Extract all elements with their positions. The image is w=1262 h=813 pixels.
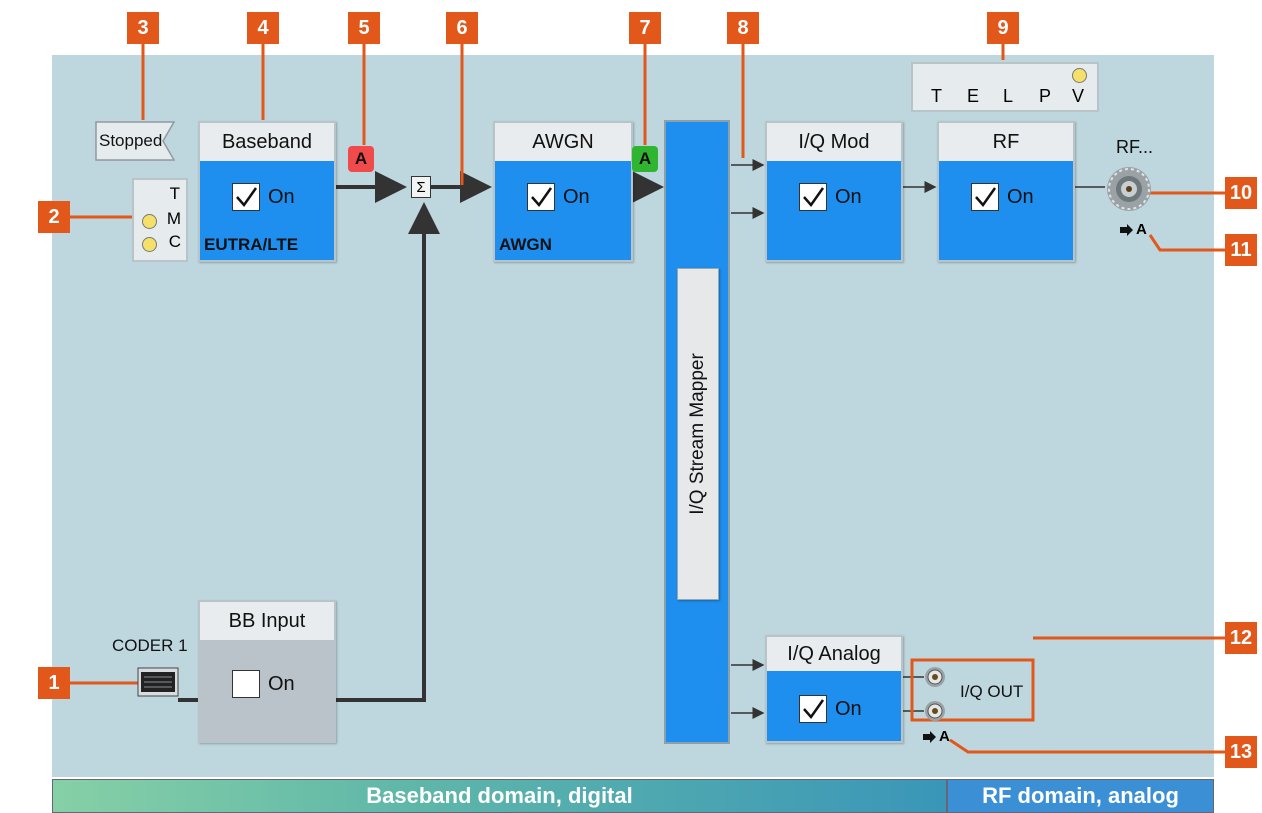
c-label: C — [168, 232, 181, 251]
rf-block[interactable]: RF On — [937, 121, 1075, 262]
path-a-green-badge[interactable]: A — [632, 146, 658, 172]
check-icon — [803, 187, 825, 208]
rf-connector-icon[interactable] — [1105, 165, 1153, 213]
baseband-body[interactable]: On EUTRA/LTE — [200, 161, 334, 260]
clock-led-icon — [142, 237, 157, 252]
arrow-right-icon — [1120, 223, 1133, 236]
iq-mod-on-checkbox[interactable] — [799, 183, 827, 211]
telpv-v-label: V — [1072, 86, 1085, 106]
q-out-connector-icon[interactable] — [924, 700, 946, 722]
stopped-label: Stopped — [99, 131, 163, 150]
iq-out-label: I/Q OUT — [960, 682, 1024, 701]
telpv-t-label: T — [931, 86, 942, 106]
check-icon — [531, 187, 553, 208]
telpv-e-label: E — [967, 86, 980, 106]
telpv-l-label: L — [1003, 86, 1014, 106]
iq-analog-on-label: On — [835, 698, 862, 720]
trigger-marker-clock-box[interactable]: T M C — [132, 178, 188, 262]
callout-2: 2 — [38, 201, 70, 233]
bb-input-title[interactable]: BB Input — [200, 602, 334, 641]
marker-led-icon — [142, 214, 157, 229]
rf-body[interactable]: On — [939, 161, 1073, 260]
callout-5: 5 — [348, 12, 380, 44]
callout-4: 4 — [247, 12, 279, 44]
rf-title[interactable]: RF — [939, 123, 1073, 162]
t-label: T — [169, 184, 180, 203]
telpv-status-box[interactable]: T E L P V — [911, 62, 1099, 112]
iq-path-a-label: A — [939, 728, 950, 745]
awgn-block[interactable]: AWGN On AWGN — [493, 121, 633, 262]
path-a-red-badge[interactable]: A — [348, 146, 374, 172]
callout-12: 12 — [1225, 622, 1257, 654]
bb-input-body[interactable]: On — [200, 640, 334, 741]
iq-stream-mapper[interactable]: I/Q Stream Mapper — [664, 120, 730, 744]
iq-analog-on-checkbox[interactable] — [799, 695, 827, 723]
awgn-on-checkbox[interactable] — [527, 183, 555, 211]
callout-11: 11 — [1225, 234, 1257, 266]
bb-input-on-label: On — [268, 673, 295, 695]
callout-10: 10 — [1225, 177, 1257, 209]
awgn-body[interactable]: On AWGN — [495, 161, 631, 260]
baseband-block[interactable]: Baseband On EUTRA/LTE — [198, 121, 336, 262]
callout-3: 3 — [127, 12, 159, 44]
bnc-connector-graphic — [925, 667, 945, 687]
stopped-status-tag[interactable]: Stopped — [95, 121, 176, 161]
v-led-icon — [1072, 68, 1087, 83]
rf-on-label: On — [1007, 186, 1034, 208]
coder-label: CODER 1 — [112, 636, 188, 655]
callout-6: 6 — [446, 12, 478, 44]
iq-analog-title[interactable]: I/Q Analog — [767, 637, 901, 672]
baseband-domain-bar: Baseband domain, digital — [52, 779, 947, 813]
baseband-on-label: On — [268, 186, 295, 208]
iq-mod-body[interactable]: On — [767, 161, 901, 260]
bnc-connector-graphic — [925, 701, 945, 721]
rf-path-indicator: A — [1120, 221, 1147, 238]
callout-8: 8 — [727, 12, 759, 44]
callout-9: 9 — [987, 12, 1019, 44]
telpv-p-label: P — [1039, 86, 1052, 106]
iq-analog-block[interactable]: I/Q Analog On — [765, 635, 903, 743]
iq-mod-block[interactable]: I/Q Mod On — [765, 121, 903, 262]
check-icon — [236, 187, 258, 208]
check-icon — [803, 699, 825, 720]
stopped-tag-shape — [95, 121, 176, 161]
bb-input-block[interactable]: BB Input On — [198, 600, 336, 743]
callout-1: 1 — [38, 667, 70, 699]
m-label: M — [166, 209, 181, 228]
baseband-standard-label: EUTRA/LTE — [204, 235, 299, 254]
callout-13: 13 — [1225, 736, 1257, 768]
check-icon — [975, 187, 997, 208]
rf-domain-bar: RF domain, analog — [947, 779, 1214, 813]
iq-path-indicator: A — [923, 728, 950, 745]
rf-path-a-label: A — [1136, 221, 1147, 238]
arrow-right-icon — [923, 730, 936, 743]
awgn-on-label: On — [563, 186, 590, 208]
bb-input-on-checkbox[interactable] — [232, 670, 260, 698]
baseband-on-checkbox[interactable] — [232, 183, 260, 211]
iq-stream-mapper-button[interactable]: I/Q Stream Mapper — [677, 268, 719, 600]
rf-on-checkbox[interactable] — [971, 183, 999, 211]
sum-icon: Σ — [411, 176, 431, 198]
awgn-title[interactable]: AWGN — [495, 123, 631, 162]
iq-analog-body[interactable]: On — [767, 671, 901, 741]
iq-mod-title[interactable]: I/Q Mod — [767, 123, 901, 162]
awgn-mode-label: AWGN — [499, 235, 552, 254]
callout-7: 7 — [629, 12, 661, 44]
coder-connector-graphic — [137, 667, 179, 697]
iq-stream-mapper-label: I/Q Stream Mapper — [687, 353, 708, 515]
i-out-connector-icon[interactable] — [924, 666, 946, 688]
coder-connector-icon[interactable] — [137, 667, 179, 697]
rf-output-label: RF... — [1116, 137, 1154, 157]
iq-mod-on-label: On — [835, 186, 862, 208]
rf-connector-graphic — [1107, 167, 1151, 211]
baseband-title[interactable]: Baseband — [200, 123, 334, 162]
